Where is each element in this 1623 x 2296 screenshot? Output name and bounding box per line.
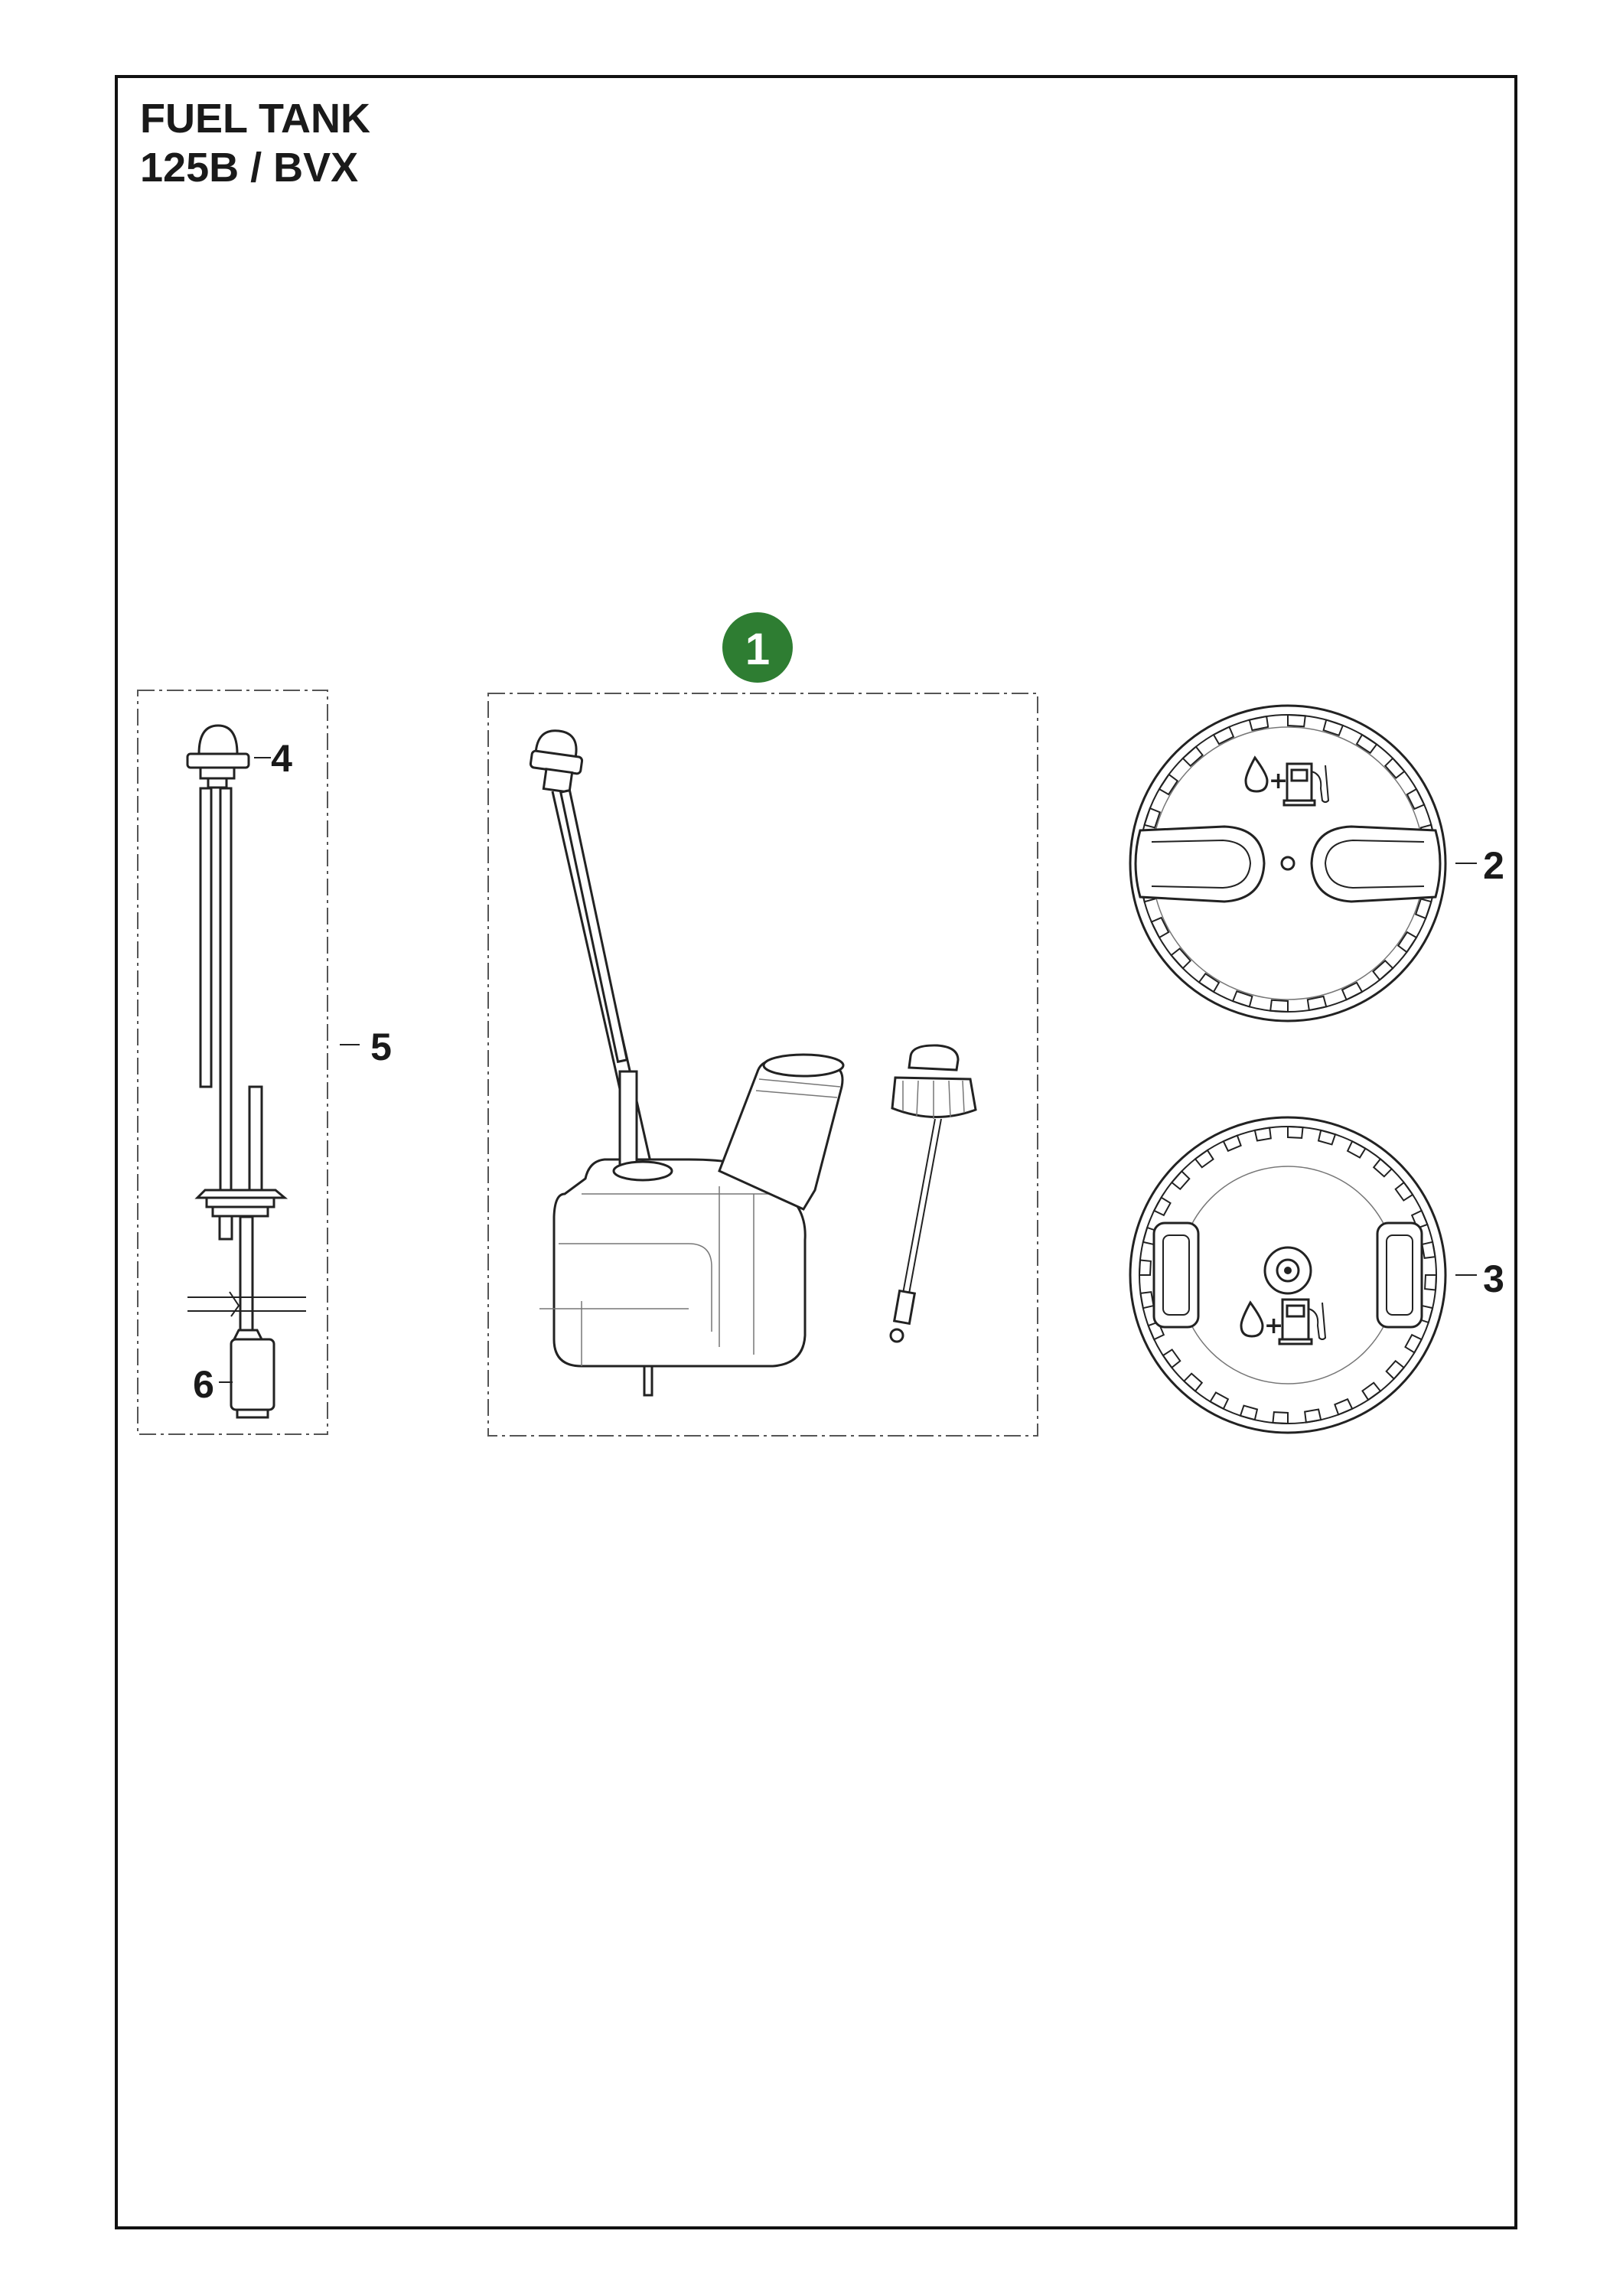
cap-grip-tooth	[1414, 898, 1432, 920]
fuel-pump-icon	[1282, 762, 1330, 807]
cap-grip-tooth	[1421, 1241, 1436, 1259]
cap-grip-tooth	[1306, 995, 1328, 1012]
assembly-badge-label: 1	[745, 625, 770, 674]
cap-grip-tooth	[1385, 1359, 1406, 1381]
plus-icon: +	[1269, 768, 1288, 794]
cap-grip-tooth	[1181, 745, 1204, 768]
cap-grip-tooth	[1361, 1381, 1382, 1401]
cap-grip-tooth	[1143, 807, 1162, 829]
cap-grip-tooth	[1322, 719, 1344, 737]
fuel-line-kit-group	[137, 690, 360, 1435]
model-subtitle: 125B / BVX	[140, 145, 359, 191]
cap-grip-tooth	[1212, 726, 1235, 745]
cap-grip-tooth	[1248, 715, 1269, 732]
assembly-badge	[722, 612, 793, 683]
plus-icon: +	[1264, 1313, 1283, 1339]
tank-grommet	[194, 1189, 288, 1241]
cap-grip-tooth	[1394, 1181, 1414, 1202]
group-box-fuel-line-kit	[137, 690, 328, 1435]
fuel-drop-icon	[1240, 1300, 1264, 1338]
cap-grip-tooth	[1346, 1140, 1367, 1159]
primer-bulb	[186, 724, 250, 789]
cap-grip-tooth	[1372, 959, 1394, 981]
cap-grip-tooth	[1170, 947, 1192, 970]
cap-grip-tooth	[1239, 1404, 1259, 1421]
callout-2: 2	[1483, 844, 1504, 887]
suction-hose	[187, 1215, 306, 1333]
fuel-tank-body	[539, 1053, 845, 1397]
cap-grip-tooth	[1424, 1274, 1438, 1291]
cap-grip-tooth	[1170, 1169, 1191, 1191]
cap-grip-tooth	[1317, 1129, 1337, 1146]
fuel-filter	[230, 1329, 275, 1419]
cap-grip-tooth	[1198, 972, 1221, 993]
cap-grip-tooth	[1182, 1372, 1204, 1393]
group-box-fuel-tank-assembly	[487, 693, 1038, 1437]
page-title: FUEL TANK	[140, 96, 370, 142]
cap-grip-tooth	[1269, 999, 1289, 1013]
fuel-cap-top-view: +	[1129, 704, 1477, 1022]
cap-grip-tooth	[1139, 1291, 1155, 1309]
cap-grip-tooth	[1162, 1349, 1181, 1369]
cap-grip-tooth	[1253, 1127, 1272, 1142]
cap-grip-tooth	[1355, 733, 1378, 755]
cap-grip-tooth	[1334, 1397, 1354, 1416]
cap-grip-tooth	[1209, 1391, 1230, 1411]
cap-grip-tooth	[1222, 1134, 1242, 1153]
fuel-cap-bottom-view: +	[1129, 1116, 1477, 1434]
callout-6: 6	[193, 1363, 214, 1406]
cap-grip-tooth	[1396, 931, 1418, 954]
cap-grip-tooth	[1287, 1125, 1304, 1139]
cap-grip-tooth	[1287, 713, 1306, 728]
cap-grip-tooth	[1406, 788, 1426, 810]
fuel-drop-icon	[1244, 755, 1269, 793]
callout-3: 3	[1483, 1257, 1504, 1300]
page-frame	[115, 75, 1517, 2229]
callout-4: 4	[271, 737, 292, 780]
cap-grip-tooth	[1138, 1259, 1152, 1276]
fuel-tank-assembly-group	[487, 612, 1038, 1437]
cap-grip-tooth	[1194, 1149, 1214, 1169]
cap-grip-tooth	[1372, 1157, 1393, 1178]
cap-grip-tooth	[1404, 1333, 1423, 1354]
cap-grip-tooth	[1272, 1411, 1289, 1425]
fuel-lines	[199, 787, 263, 1211]
cap-grip-tooth	[1150, 916, 1170, 939]
cap-grip-tooth	[1304, 1408, 1322, 1424]
cap-grip-tooth	[1341, 981, 1364, 1001]
cap-grip-tooth	[1231, 990, 1253, 1008]
cap-grip-tooth	[1152, 1196, 1172, 1217]
cap-grip-tooth	[1158, 773, 1179, 796]
fuel-pump-icon	[1278, 1298, 1327, 1345]
fuel-cap-with-tether	[889, 1044, 977, 1343]
cap-grip-tooth	[1383, 757, 1406, 779]
callout-5: 5	[370, 1026, 392, 1068]
